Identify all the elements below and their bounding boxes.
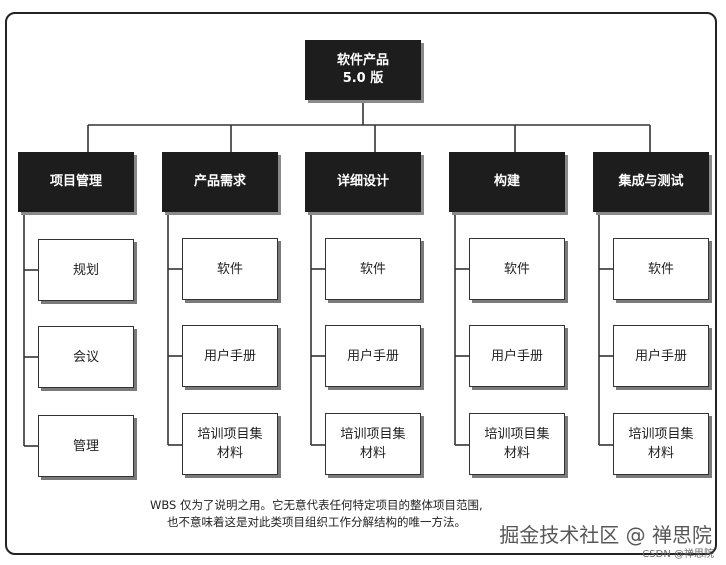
work-package: 培训项目集 材料 [469,413,565,475]
column-header-build: 构建 [449,152,565,212]
column-header-integration-testing: 集成与测试 [593,152,709,212]
column-header-product-requirements: 产品需求 [162,152,278,212]
work-package: 软件 [613,238,709,300]
work-package: 软件 [182,238,278,300]
work-package: 会议 [38,326,134,388]
work-package: 用户手册 [182,325,278,387]
caption-line-2: 也不意味着这是对此类项目组织工作分解结构的唯一方法。 [167,515,466,529]
watermark-sub: CSDN @禅思院 [642,549,714,560]
work-package: 用户手册 [325,325,421,387]
work-package: 管理 [38,415,134,477]
work-package: 培训项目集 材料 [613,413,709,475]
column-header-project-management: 项目管理 [18,152,134,212]
work-package: 软件 [325,238,421,300]
root-node: 软件产品 5.0 版 [305,40,421,100]
column-header-detailed-design: 详细设计 [305,152,421,212]
work-package: 用户手册 [469,325,565,387]
work-package: 规划 [38,239,134,301]
work-package: 培训项目集 材料 [325,413,421,475]
work-package: 软件 [469,238,565,300]
work-package: 用户手册 [613,325,709,387]
caption-line-1: WBS 仅为了说明之用。它无意代表任何特定项目的整体项目范围, [150,498,483,512]
work-package: 培训项目集 材料 [182,413,278,475]
watermark: 掘金技术社区 @ 禅思院 [499,523,712,547]
diagram-caption: WBS 仅为了说明之用。它无意代表任何特定项目的整体项目范围, 也不意味着这是对… [150,497,570,531]
